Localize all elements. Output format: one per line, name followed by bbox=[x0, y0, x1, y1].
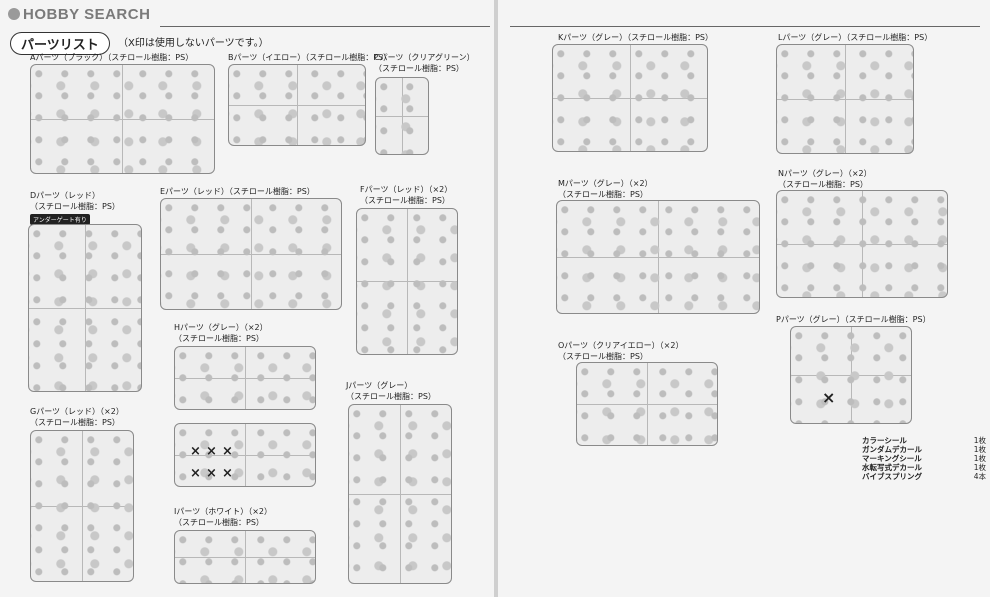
runner-i bbox=[174, 530, 316, 584]
part-label-o: Oパーツ（クリアイエロー）（×2）（スチロール樹脂：PS） bbox=[558, 341, 684, 361]
part-label-l: Lパーツ（グレー）（スチロール樹脂：PS） bbox=[778, 33, 933, 42]
runner-n bbox=[776, 190, 948, 298]
part-label-d: Dパーツ（レッド）（スチロール樹脂：PS） bbox=[30, 191, 120, 211]
runner-h-2 bbox=[174, 423, 316, 487]
part-label-j: Jパーツ（グレー）（スチロール樹脂：PS） bbox=[346, 381, 436, 401]
runner-c bbox=[375, 77, 429, 155]
part-label-i: Iパーツ（ホワイト）（×2）（スチロール樹脂：PS） bbox=[174, 507, 272, 527]
runner-b bbox=[228, 64, 366, 146]
runner-m bbox=[556, 200, 760, 314]
unused-mark: × bbox=[190, 466, 201, 481]
runner-d bbox=[28, 224, 142, 392]
part-label-f: Fパーツ（レッド）（×2）（スチロール樹脂：PS） bbox=[360, 185, 453, 205]
unused-mark: × bbox=[206, 466, 217, 481]
part-label-n: Nパーツ（グレー）（×2）（スチロール樹脂：PS） bbox=[778, 169, 872, 189]
part-label-g: Gパーツ（レッド）（×2）（スチロール樹脂：PS） bbox=[30, 407, 124, 427]
part-label-h: Hパーツ（グレー）（×2）（スチロール樹脂：PS） bbox=[174, 323, 268, 343]
runner-l bbox=[776, 44, 914, 154]
unused-mark: × bbox=[206, 444, 217, 459]
runner-e bbox=[160, 198, 342, 310]
part-label-a: Aパーツ（ブラック）（スチロール樹脂：PS） bbox=[30, 53, 194, 62]
part-label-c: Cパーツ（クリアグリーン）（スチロール樹脂：PS） bbox=[374, 53, 475, 73]
runner-o bbox=[576, 362, 718, 446]
runner-f bbox=[356, 208, 458, 355]
runner-a bbox=[30, 64, 215, 174]
unused-parts-note: （X印は使用しないパーツです。） bbox=[118, 38, 269, 49]
parts-list-title: パーツリスト bbox=[10, 32, 110, 55]
runner-j bbox=[348, 404, 452, 584]
runner-k bbox=[552, 44, 708, 152]
header-rule-right bbox=[510, 26, 980, 27]
part-label-k: Kパーツ（グレー）（スチロール樹脂：PS） bbox=[558, 33, 713, 42]
logo-mark-icon bbox=[8, 8, 20, 20]
runner-g bbox=[30, 430, 134, 582]
unused-mark: × bbox=[822, 388, 836, 407]
under-gate-badge: アンダーゲート有り bbox=[30, 214, 90, 225]
runner-p bbox=[790, 326, 912, 424]
part-label-b: Bパーツ（イエロー）（スチロール樹脂：PS） bbox=[228, 53, 392, 62]
unused-mark: × bbox=[222, 444, 233, 459]
header-rule-left bbox=[160, 26, 490, 27]
runner-h-1 bbox=[174, 346, 316, 410]
part-label-p: Pパーツ（グレー）（スチロール樹脂：PS） bbox=[776, 315, 931, 324]
unused-mark: × bbox=[190, 444, 201, 459]
part-label-m: Mパーツ（グレー）（×2）（スチロール樹脂：PS） bbox=[558, 179, 653, 199]
unused-mark: × bbox=[222, 466, 233, 481]
part-label-e: Eパーツ（レッド）（スチロール樹脂：PS） bbox=[160, 187, 315, 196]
page-gutter bbox=[494, 0, 498, 597]
hobby-search-logo: HOBBY SEARCH bbox=[8, 6, 150, 23]
logo-text: HOBBY SEARCH bbox=[23, 6, 151, 23]
